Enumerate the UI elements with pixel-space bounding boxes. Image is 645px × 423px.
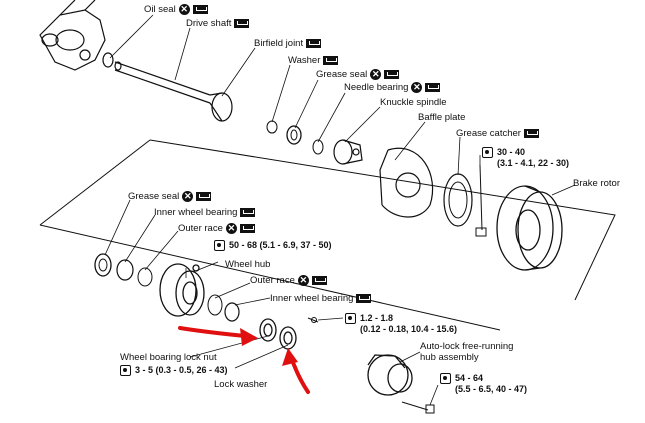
lubricate-icon xyxy=(311,276,327,285)
inner-wheel-bearing-right-part xyxy=(224,302,240,322)
screw-part xyxy=(307,317,319,323)
auto-lock-hub-part xyxy=(367,354,413,396)
knuckle-housing xyxy=(39,0,106,71)
label-grease-catcher: Grease catcher xyxy=(456,128,539,139)
rotor-bolt-part xyxy=(475,164,487,237)
label-wheel-bearing-lock-nut: Wheel boaring lock nut xyxy=(120,352,217,363)
birfield-joint xyxy=(209,92,233,122)
label-outer-race-right: Outer race✕ xyxy=(250,275,327,286)
label-needle-bearing: Needle bearing✕ xyxy=(344,82,441,93)
lubricate-icon xyxy=(239,224,255,233)
lubricate-icon xyxy=(356,293,372,303)
torque-icon xyxy=(482,147,493,159)
lubricate-icon xyxy=(323,55,339,65)
lubricate-icon xyxy=(192,5,208,14)
label-oil-seal: Oil seal✕ xyxy=(144,4,208,15)
torque-spec-rotor-bolt: 30 - 40 (3.1 - 4.1, 22 - 30) xyxy=(482,147,569,169)
do-not-reuse-icon: ✕ xyxy=(178,4,190,15)
do-not-reuse-icon: ✕ xyxy=(411,82,423,93)
hub-bolt-part xyxy=(401,401,435,414)
lubricate-icon xyxy=(240,207,256,217)
label-drive-shaft: Drive shaft xyxy=(186,18,250,29)
red-arrow-horizontal xyxy=(178,326,247,338)
torque-icon xyxy=(345,313,356,325)
grease-seal-left-part xyxy=(94,253,112,277)
label-washer: Washer xyxy=(288,55,339,66)
red-arrow-vertical xyxy=(290,358,310,394)
brake-rotor-part xyxy=(496,185,563,271)
lubricate-icon xyxy=(425,83,441,92)
washer-part xyxy=(266,120,278,134)
torque-icon xyxy=(120,365,131,377)
label-auto-lock-hub: Auto-lock free-running hub assembly xyxy=(420,341,514,363)
drive-shaft xyxy=(114,61,211,104)
do-not-reuse-icon: ✕ xyxy=(297,275,309,286)
label-baffle-plate: Baffle plate xyxy=(418,112,466,123)
label-wheel-hub: Wheel hub xyxy=(225,259,271,270)
torque-icon xyxy=(440,373,451,385)
label-grease-seal-left: Grease seal✕ xyxy=(128,191,212,202)
lubricate-icon xyxy=(523,128,539,138)
do-not-reuse-icon: ✕ xyxy=(182,191,194,202)
label-inner-wheel-bearing-left: Inner wheel bearing xyxy=(154,207,256,218)
label-lock-washer: Lock washer xyxy=(214,379,268,390)
label-brake-rotor: Brake rotor xyxy=(573,178,620,189)
lubricate-icon xyxy=(384,70,400,79)
knuckle-spindle-part xyxy=(333,139,363,165)
torque-spec-wheel-hub: 50 - 68 (5.1 - 6.9, 37 - 50) xyxy=(214,240,332,252)
outer-race-right-part xyxy=(207,294,223,316)
label-knuckle-spindle: Knuckle spindle xyxy=(380,97,447,108)
lubricate-icon xyxy=(306,38,322,48)
outer-race-left-part xyxy=(137,267,153,287)
lubricate-icon xyxy=(234,18,250,28)
torque-spec-screw: 1.2 - 1.8 (0.12 - 0.18, 10.4 - 15.6) xyxy=(345,313,457,335)
do-not-reuse-icon: ✕ xyxy=(225,223,237,234)
torque-icon xyxy=(214,240,225,252)
baffle-plate-part xyxy=(379,147,434,218)
wheel-hub-part xyxy=(159,263,205,317)
lock-washer-part xyxy=(279,326,297,350)
assembly-frame xyxy=(149,139,616,301)
label-birfield-joint: Birfield joint xyxy=(254,38,322,49)
needle-bearing-part xyxy=(312,139,324,155)
torque-spec-hub-bolt: 54 - 64 (5.5 - 6.5, 40 - 47) xyxy=(440,373,527,395)
lubricate-icon xyxy=(196,192,212,201)
do-not-reuse-icon: ✕ xyxy=(370,69,382,80)
label-outer-race-left: Outer race✕ xyxy=(178,223,255,234)
torque-spec-lock-nut: 3 - 5 (0.3 - 0.5, 26 - 43) xyxy=(120,365,228,377)
label-grease-seal-top: Grease seal✕ xyxy=(316,69,400,80)
grease-seal-top-part xyxy=(286,125,302,145)
inner-wheel-bearing-left-part xyxy=(116,259,134,281)
label-inner-wheel-bearing-right: Inner wheel bearing xyxy=(270,293,372,304)
oil-seal xyxy=(102,52,114,68)
red-annotation-arrows xyxy=(178,326,310,394)
